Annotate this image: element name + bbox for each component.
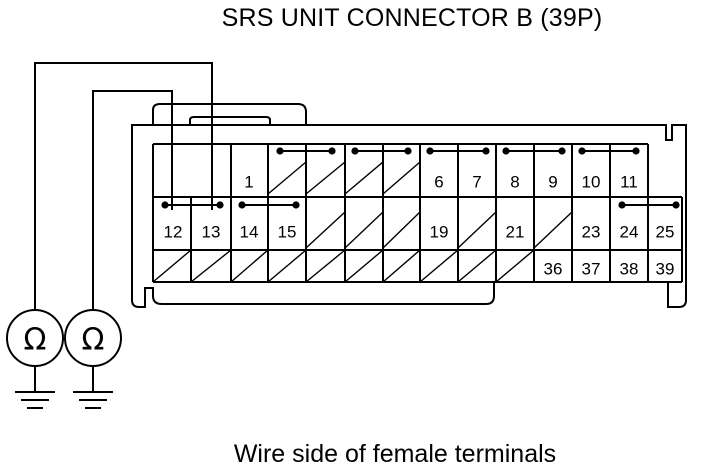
pin-6-label: 6 <box>434 173 443 192</box>
ohmmeter-2: Ω <box>64 309 122 367</box>
pin-labels: 1 6 7 8 9 10 11 12 13 14 15 19 21 23 24 … <box>164 173 675 279</box>
diagram-title: SRS UNIT CONNECTOR B (39P) <box>221 4 603 32</box>
pin-7-label: 7 <box>472 173 481 192</box>
ground-symbol-2 <box>73 366 113 409</box>
ohm-symbol-2: Ω <box>82 323 105 358</box>
shorting-bars <box>161 147 680 209</box>
pin-8-label: 8 <box>510 173 519 192</box>
pin-10-label: 10 <box>582 173 601 192</box>
pin-37-label: 37 <box>582 260 601 279</box>
pin-11-label: 11 <box>620 173 638 192</box>
pin-21-label: 21 <box>506 223 525 242</box>
ohm-symbol-1: Ω <box>24 323 47 358</box>
connector-housing <box>131 124 687 308</box>
pin-23-label: 23 <box>582 223 601 242</box>
empty-cavity-hatch <box>152 161 573 283</box>
pin-9-label: 9 <box>548 173 557 192</box>
pin-38-label: 38 <box>620 260 639 279</box>
pin-14-label: 14 <box>240 223 259 242</box>
pin-1-label: 1 <box>244 173 253 192</box>
pin-12-label: 12 <box>164 223 183 242</box>
connector-lock-tab <box>152 103 307 125</box>
pin-25-label: 25 <box>656 223 675 242</box>
probe-lead-outer <box>34 62 213 310</box>
ohmmeter-1: Ω <box>6 309 64 367</box>
connector-lock-slot <box>189 116 271 125</box>
pin-36-label: 36 <box>544 260 563 279</box>
pin-13-label: 13 <box>202 223 221 242</box>
pin-39-label: 39 <box>656 260 675 279</box>
ground-symbol-1 <box>15 366 55 409</box>
terminal-grid <box>152 143 683 283</box>
pin-24-label: 24 <box>620 223 639 242</box>
pin-19-label: 19 <box>430 223 449 242</box>
pin-15-label: 15 <box>278 223 297 242</box>
view-caption: Wire side of female terminals <box>233 440 557 468</box>
probe-lead-inner <box>92 90 173 310</box>
